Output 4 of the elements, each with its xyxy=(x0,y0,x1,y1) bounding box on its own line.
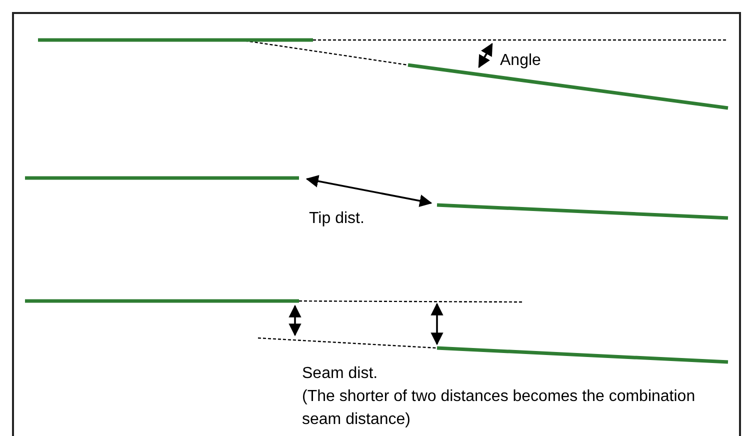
annotation-text: Tip dist. xyxy=(309,209,366,229)
annotation-text: (The shorter of two distances becomes the combination seam distance) xyxy=(302,387,696,430)
annotation-text: Angle xyxy=(500,51,542,71)
annotation-text: Seam dist. xyxy=(302,364,379,384)
